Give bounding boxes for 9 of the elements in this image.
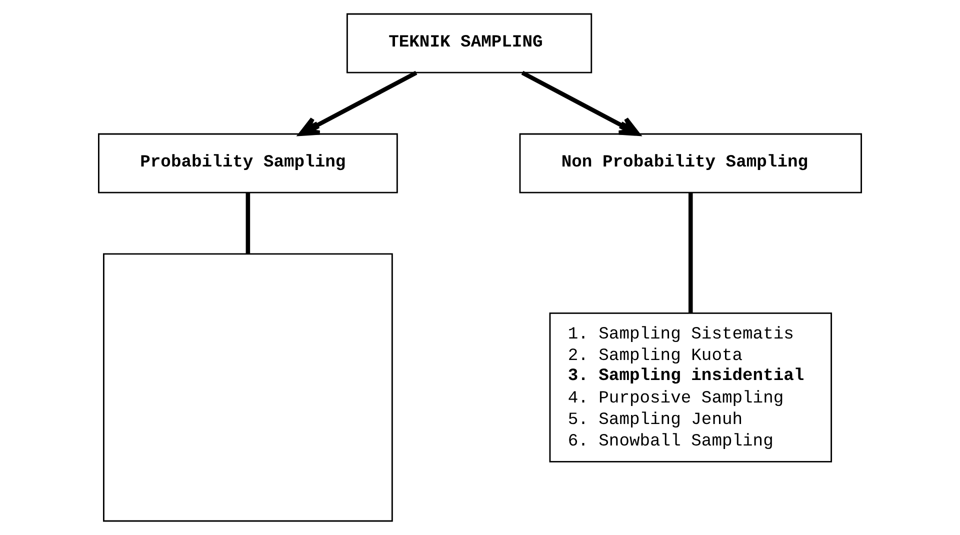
arrow xyxy=(521,70,640,136)
node-box: 1. Sampling Sistematis 2. Sampling Kuota 3. Sampling insidential 4. Purposive Sampling 5. Sampling Jenuh 6. Snowball Sampling xyxy=(549,312,832,462)
connector xyxy=(246,192,250,254)
arrow xyxy=(298,70,418,136)
node-box: Non Probability Sampling xyxy=(519,133,862,194)
node-box xyxy=(103,253,393,522)
node-box: Probability Sampling xyxy=(98,133,398,194)
node-box: TEKNIK SAMPLING xyxy=(346,13,592,74)
connector xyxy=(688,192,693,314)
